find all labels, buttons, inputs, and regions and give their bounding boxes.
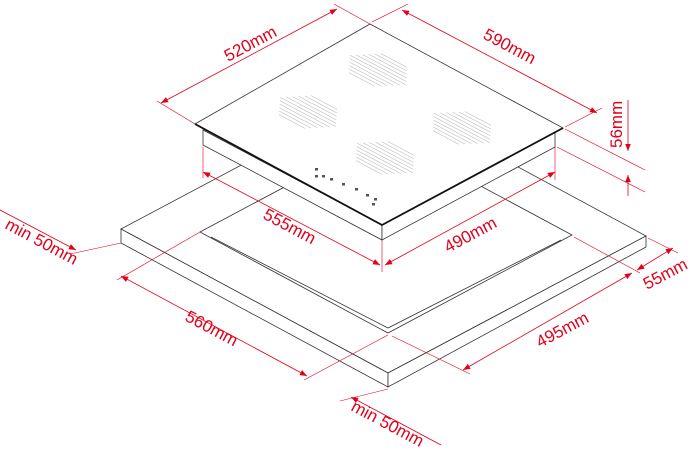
- zone-line: [363, 142, 414, 170]
- label-hob-depth: 590mm: [480, 25, 539, 68]
- label-cutout-width: 560mm: [182, 307, 241, 350]
- label-countertop-margin: 55mm: [640, 255, 691, 294]
- zone-line: [356, 156, 389, 175]
- zone-line: [374, 53, 407, 72]
- zone-line: [381, 141, 414, 160]
- zone-line: [375, 141, 414, 163]
- zone-line: [387, 141, 415, 156]
- zone-line: [349, 58, 400, 86]
- zone-line: [356, 149, 401, 174]
- label-cutout-depth: 495mm: [533, 308, 592, 351]
- zone-line: [279, 110, 312, 129]
- control-key-icon: [355, 188, 358, 191]
- zone-line: [433, 116, 484, 144]
- zone-line: [349, 54, 407, 86]
- zone-line: [452, 111, 491, 133]
- label-clearance-front: min 50mm: [348, 397, 427, 451]
- label-clearance-left: min 50mm: [2, 215, 81, 269]
- zone-line: [278, 114, 306, 129]
- zone-line: [348, 72, 376, 87]
- zone-line: [433, 119, 478, 144]
- zone-line: [356, 146, 407, 174]
- control-key-icon: [315, 168, 318, 171]
- dimension-lines: [0, 3, 679, 446]
- zone-line: [356, 153, 395, 175]
- label-hob-height: 56mm: [607, 101, 626, 148]
- control-key-icon: [342, 183, 345, 186]
- control-key-icon: [372, 203, 375, 206]
- zone-line: [349, 61, 394, 86]
- zone-line: [279, 107, 318, 129]
- zone-line: [279, 100, 330, 128]
- zone-line: [368, 53, 407, 75]
- control-key-icon: [330, 178, 333, 181]
- zone-line: [356, 54, 407, 82]
- zone-line: [369, 142, 414, 167]
- zone-line: [433, 112, 491, 144]
- zone-line: [349, 65, 388, 87]
- zone-line: [433, 126, 466, 145]
- zone-line: [356, 142, 414, 174]
- zone-line: [458, 111, 491, 130]
- cooking-zones: [278, 53, 492, 175]
- zone-line: [433, 123, 472, 145]
- control-key-icon: [322, 175, 325, 178]
- zone-line: [432, 130, 460, 145]
- zone-line: [279, 103, 324, 128]
- zone-line: [464, 111, 492, 126]
- zone-line: [362, 54, 407, 79]
- zone-line: [446, 112, 491, 137]
- control-key-icon: [366, 194, 369, 197]
- control-key-icon: [374, 198, 377, 201]
- zone-line: [349, 68, 382, 87]
- control-key-icon: [315, 175, 318, 178]
- zone-line: [440, 112, 491, 140]
